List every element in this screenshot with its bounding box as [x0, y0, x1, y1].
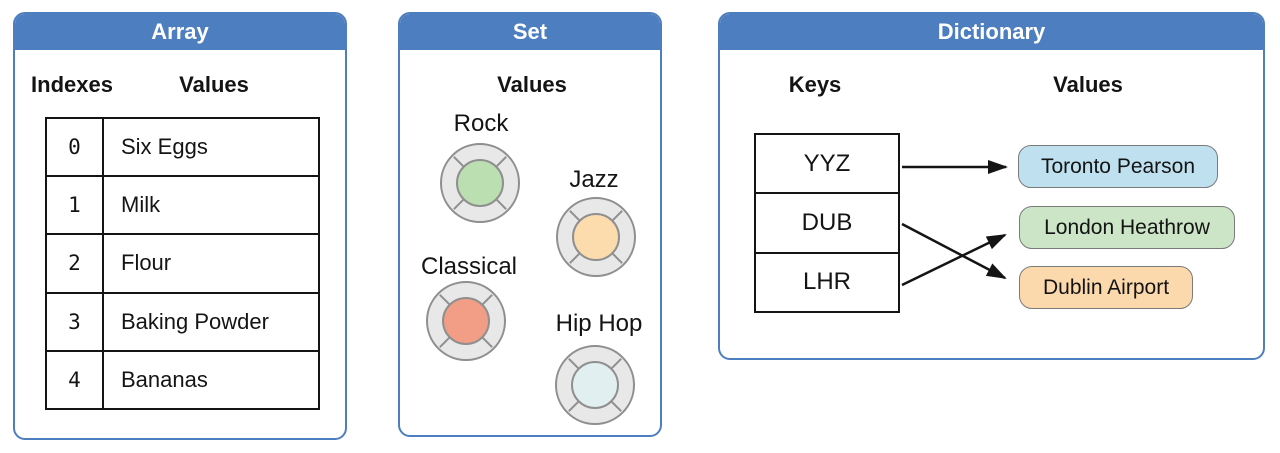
set-item-label: Classical [420, 253, 518, 280]
disc-center [571, 361, 619, 409]
array-values-column-header: Values [179, 72, 249, 97]
array-index: 4 [47, 351, 102, 408]
array-panel-body: Indexes Values 0 Six Eggs 1 Milk 2 Flour… [15, 50, 345, 438]
array-indexes-column-header: Indexes [31, 72, 113, 97]
set-panel-title: Set [400, 14, 660, 50]
dictionary-keys-column-header: Keys [788, 72, 842, 97]
set-item-label: Rock [453, 110, 509, 137]
set-panel-body: Values Rock Jazz Classical Hip Hop [400, 50, 660, 435]
dictionary-value-pill: London Heathrow [1019, 206, 1235, 249]
dictionary-value-pill: Dublin Airport [1019, 266, 1193, 309]
array-value: Flour [104, 235, 318, 292]
record-disc-icon [426, 281, 506, 361]
dictionary-value-pill: Toronto Pearson [1018, 145, 1218, 188]
disc-center [572, 213, 620, 261]
record-disc-icon [440, 143, 520, 223]
set-item-label: Jazz [569, 166, 619, 193]
array-index: 3 [47, 293, 102, 350]
set-item-label: Hip Hop [555, 310, 643, 337]
disc-center [456, 159, 504, 207]
dictionary-keys-table: YYZ DUB LHR [754, 133, 900, 313]
dictionary-key: DUB [756, 194, 898, 252]
dictionary-key: YYZ [756, 135, 898, 193]
record-disc-icon [555, 345, 635, 425]
array-index: 0 [47, 119, 102, 176]
dictionary-panel-title: Dictionary [720, 14, 1263, 50]
array-panel-title: Array [15, 14, 345, 50]
array-table: 0 Six Eggs 1 Milk 2 Flour 3 Baking Powde… [45, 117, 320, 410]
dictionary-panel: Dictionary Keys Values YYZ DUB LHR Toron… [718, 12, 1265, 360]
arrow-dub-to-dublin-icon [901, 222, 1007, 280]
dictionary-key: LHR [756, 253, 898, 311]
array-value: Milk [104, 177, 318, 234]
set-values-column-header: Values [497, 72, 567, 97]
set-panel: Set Values Rock Jazz Classical Hip Hop [398, 12, 662, 437]
dictionary-panel-body: Keys Values YYZ DUB LHR Toronto Pearson … [720, 50, 1263, 358]
disc-center [442, 297, 490, 345]
mapping-arrows [901, 160, 1008, 287]
array-value: Six Eggs [104, 119, 318, 176]
array-value: Bananas [104, 351, 318, 408]
dictionary-values-column-header: Values [1053, 72, 1123, 97]
array-index: 2 [47, 235, 102, 292]
array-value: Baking Powder [104, 293, 318, 350]
array-index: 1 [47, 177, 102, 234]
array-panel: Array Indexes Values 0 Six Eggs 1 Milk 2… [13, 12, 347, 440]
arrow-lhr-to-london-icon [901, 233, 1007, 287]
record-disc-icon [556, 197, 636, 277]
